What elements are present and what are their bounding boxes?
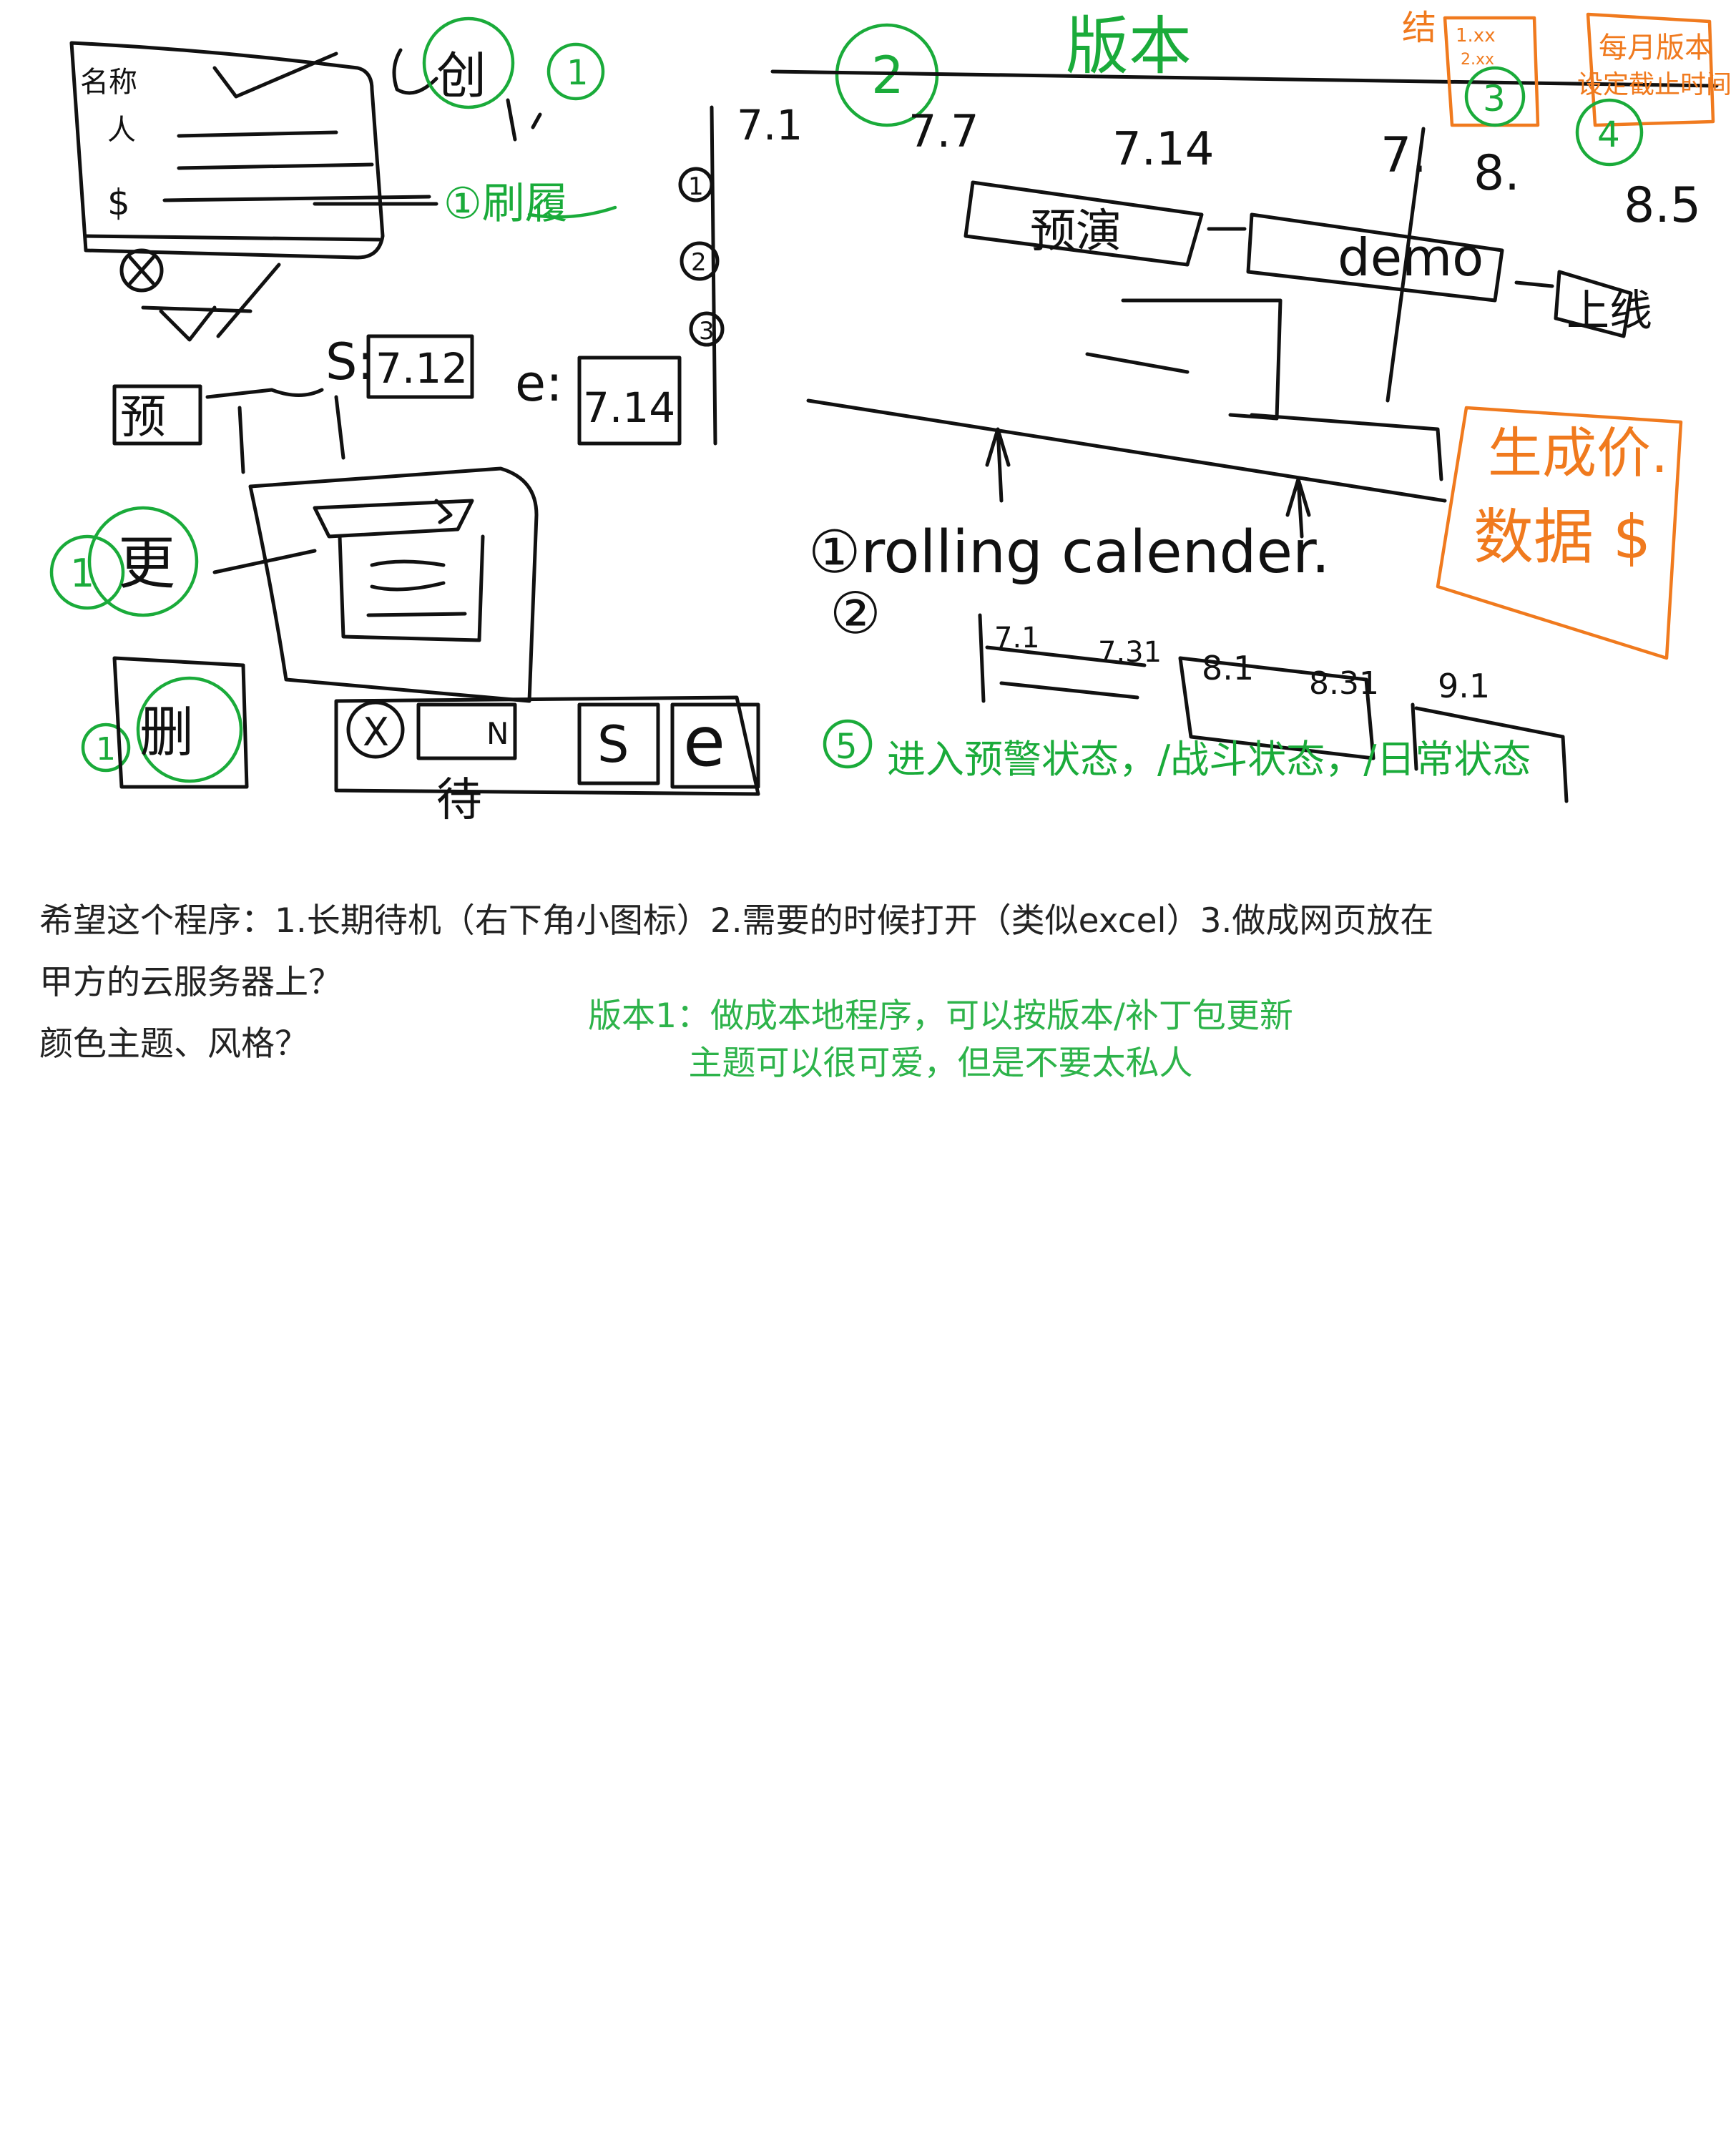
chunk-3-start: 9.1	[1438, 667, 1490, 705]
marker-3-value-1: 1.xx	[1456, 25, 1496, 46]
timeline-date-2: 7.7	[908, 105, 979, 157]
whiteboard-sketch: 名称 人 $ 创 1 ①刷履 预 S: 7.12 e: 7.14	[49, 8, 1732, 827]
timeline-date-5: 8.	[1473, 145, 1520, 202]
create-marker: 1	[567, 53, 589, 93]
marker-4-note-2: 设定截止时间	[1577, 70, 1732, 99]
delete-x-icon	[119, 248, 164, 293]
delete-label: 删	[139, 700, 194, 764]
version-plan-notes: 版本1：做成本地程序，可以按版本/补丁包更新 主题可以很可爱，但是不要太私人	[565, 993, 1316, 1087]
preview-label: 预	[120, 391, 166, 444]
chunk-2-start: 8.1	[1202, 649, 1254, 687]
rolling-option-2: ②	[830, 580, 881, 647]
list-row-name: 名称	[80, 66, 137, 99]
status-marker: 5	[835, 727, 858, 767]
list-panel: 名称 人 $	[69, 41, 431, 342]
requirements-notes: 希望这个程序：1.长期待机（右下角小图标）2.需要的时候打开（类似excel）3…	[39, 891, 1541, 1075]
memo-note-text: ①刷履	[443, 179, 568, 229]
x-button-label: X	[363, 710, 389, 755]
wait-label: 待	[436, 774, 482, 827]
generate-note-1: 生成价.	[1488, 421, 1668, 485]
delete-row: 1 删	[81, 656, 249, 789]
row-number-1: 1	[688, 172, 704, 201]
s-button-label: S	[597, 715, 629, 774]
end-prefix: e:	[515, 354, 563, 413]
chunk-1-end: 7.31	[1098, 636, 1162, 669]
timeline: 版本 2 7.1 7.7 7.14 7. 8. 8.5 1 2 3 预演 dem…	[678, 9, 1719, 803]
timeline-date-1: 7.1	[737, 101, 803, 150]
row-number-2: 2	[691, 248, 707, 277]
end-date: 7.14	[583, 383, 675, 432]
row-number-3: 3	[699, 317, 715, 346]
corner-text: 结	[1402, 8, 1436, 48]
list-row-person: 人	[107, 114, 136, 147]
list-row-money: $	[107, 182, 130, 223]
chunk-2-end: 8.31	[1309, 665, 1379, 702]
chunk-1-start: 7.1	[994, 622, 1040, 655]
e-button-label: e	[683, 702, 725, 782]
bottom-buttons: X N S e 待	[334, 695, 760, 827]
marker-4-note-1: 每月版本	[1599, 31, 1713, 64]
delete-marker: 1	[96, 731, 116, 768]
requirement-line-1: 希望这个程序：1.长期待机（右下角小图标）2.需要的时候打开（类似excel）3…	[39, 901, 1434, 941]
edit-row: 1 更	[49, 466, 539, 703]
status-note: 进入预警状态，/战斗状态，/日常状态	[887, 737, 1531, 782]
marker-3: 3	[1483, 78, 1506, 119]
start-date: 7.12	[376, 344, 468, 393]
task-bar-1-label: 预演	[1030, 205, 1122, 258]
version-label: 版本	[1066, 9, 1192, 83]
timeline-date-3: 7.14	[1112, 123, 1215, 176]
create-button-sketch: 创 1	[392, 16, 605, 142]
memo-note: ①刷履	[313, 179, 617, 229]
marker-4: 4	[1597, 114, 1620, 155]
generate-note-2: 数据 $	[1473, 502, 1651, 572]
requirement-line-3: 颜色主题、风格？	[39, 1024, 308, 1064]
rolling-note: ①rolling calender.	[808, 519, 1330, 587]
n-button-label: N	[486, 716, 509, 751]
requirement-line-2: 甲方的云服务器上？	[39, 963, 342, 1002]
version-plan-line-2: 主题可以很可爱，但是不要太私人	[688, 1044, 1193, 1083]
version-plan-line-1: 版本1：做成本地程序，可以按版本/补丁包更新	[588, 996, 1293, 1036]
task-bar-3-label: 上线	[1566, 286, 1652, 336]
timeline-date-6: 8.5	[1624, 177, 1701, 234]
version-notes: 结 1.xx 2.xx 3 每月版本 设定截止时间 4 生成价. 数据 $	[1402, 8, 1732, 660]
preview-row: 预 S: 7.12 e: 7.14	[112, 333, 682, 474]
marker-3-value-2: 2.xx	[1461, 51, 1494, 69]
edit-label: 更	[118, 530, 175, 597]
start-prefix: S:	[325, 333, 374, 391]
create-label: 创	[436, 46, 486, 105]
